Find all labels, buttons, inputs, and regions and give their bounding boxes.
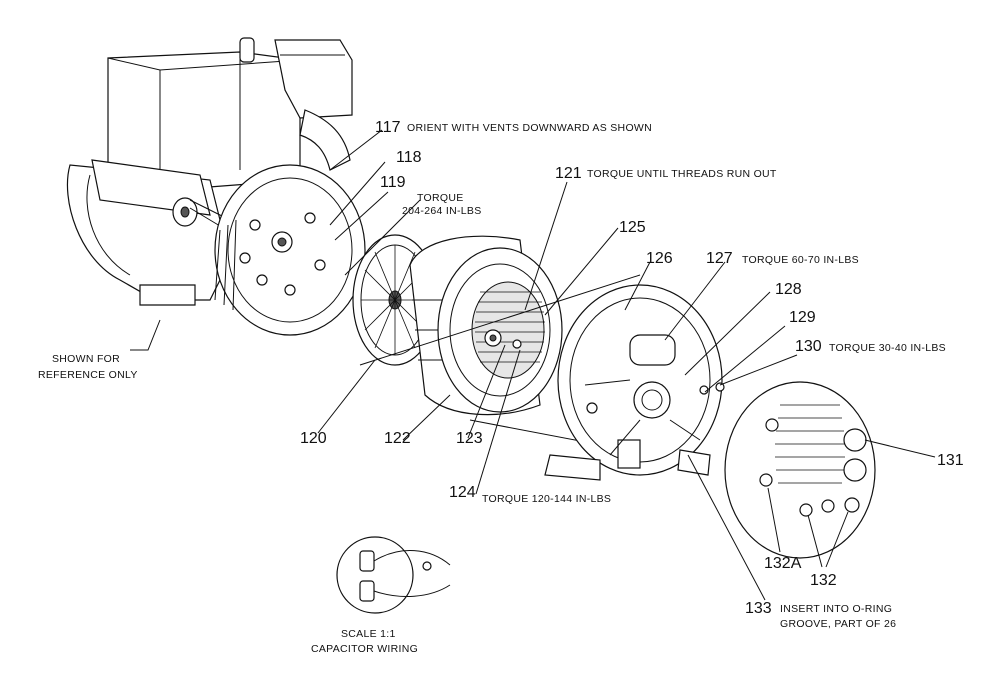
callout-number: 124 xyxy=(449,484,476,501)
callout-note-line2: 204-264 IN-LBS xyxy=(402,205,482,217)
callout-number: 129 xyxy=(789,309,816,326)
callout-126: 126 xyxy=(646,250,673,267)
bearing-carrier-126 xyxy=(544,284,723,481)
scale-label: SCALE 1:1 xyxy=(341,628,396,640)
screw-130 xyxy=(715,382,725,392)
callout-129: 129 xyxy=(789,309,816,326)
reference-note: SHOWN FOR REFERENCE ONLY xyxy=(38,353,138,381)
callout-number: 121 xyxy=(555,165,582,182)
callout-117: 117 ORIENT WITH VENTS DOWNWARD AS SHOWN xyxy=(375,119,652,136)
rotor-125 xyxy=(437,247,563,413)
callout-note-line1: INSERT INTO O-RING xyxy=(780,603,892,615)
callout-121: 121 TORQUE UNTIL THREADS RUN OUT xyxy=(555,165,777,182)
callout-note: TORQUE UNTIL THREADS RUN OUT xyxy=(587,168,777,180)
callout-number: 119 xyxy=(380,174,406,191)
callout-note: TORQUE 120-144 IN-LBS xyxy=(482,493,611,505)
callout-122: 122 xyxy=(384,430,411,447)
callout-118: 118 xyxy=(396,149,422,166)
callout-number: 131 xyxy=(937,452,964,469)
callout-number: 128 xyxy=(775,281,802,298)
callout-note-line1: TORQUE xyxy=(417,192,464,204)
engine-reference-drawing xyxy=(66,37,353,306)
callout-130: 130 TORQUE 30-40 IN-LBS xyxy=(795,338,946,355)
capacitor-wiring-detail xyxy=(336,536,451,614)
callout-124: 124 TORQUE 120-144 IN-LBS xyxy=(449,484,611,505)
callout-number: 126 xyxy=(646,250,673,267)
callout-123: 123 xyxy=(456,430,483,447)
reference-note-line2: REFERENCE ONLY xyxy=(38,369,138,381)
callout-127: 127 TORQUE 60-70 IN-LBS xyxy=(706,250,859,267)
callout-number: 122 xyxy=(384,430,411,447)
through-bolt-121 xyxy=(359,274,641,366)
callout-number: 117 xyxy=(375,119,401,136)
capacitor-detail-caption: SCALE 1:1 CAPACITOR WIRING xyxy=(311,628,418,655)
callout-note: TORQUE 30-40 IN-LBS xyxy=(829,342,946,354)
end-cover-131 xyxy=(724,381,876,559)
reference-note-line1: SHOWN FOR xyxy=(52,353,120,365)
callout-number: 132 xyxy=(810,572,837,589)
callout-number: 120 xyxy=(300,430,327,447)
detail-title: CAPACITOR WIRING xyxy=(311,643,418,655)
callout-125: 125 xyxy=(619,219,646,236)
callout-number: 133 xyxy=(745,600,772,617)
callout-119: 119 TORQUE 204-264 IN-LBS xyxy=(380,174,482,217)
callout-132: 132 xyxy=(810,572,837,589)
callout-120: 120 xyxy=(300,430,327,447)
callout-note-line2: GROOVE, PART OF 26 xyxy=(780,618,896,630)
callout-132A: 132A xyxy=(764,555,802,572)
callout-128: 128 xyxy=(775,281,802,298)
callout-number: 123 xyxy=(456,430,483,447)
callout-number: 125 xyxy=(619,219,646,236)
callout-number: 130 xyxy=(795,338,822,355)
callout-131: 131 xyxy=(937,452,964,469)
end-bell-117 xyxy=(214,164,366,336)
callout-number: 118 xyxy=(396,149,422,166)
callout-note: ORIENT WITH VENTS DOWNWARD AS SHOWN xyxy=(407,122,652,134)
callout-number: 127 xyxy=(706,250,733,267)
callout-133: 133 INSERT INTO O-RING GROOVE, PART OF 2… xyxy=(745,600,896,630)
leader-lines xyxy=(130,129,936,601)
callout-note: TORQUE 60-70 IN-LBS xyxy=(742,254,859,266)
callout-number: 132A xyxy=(764,555,802,572)
